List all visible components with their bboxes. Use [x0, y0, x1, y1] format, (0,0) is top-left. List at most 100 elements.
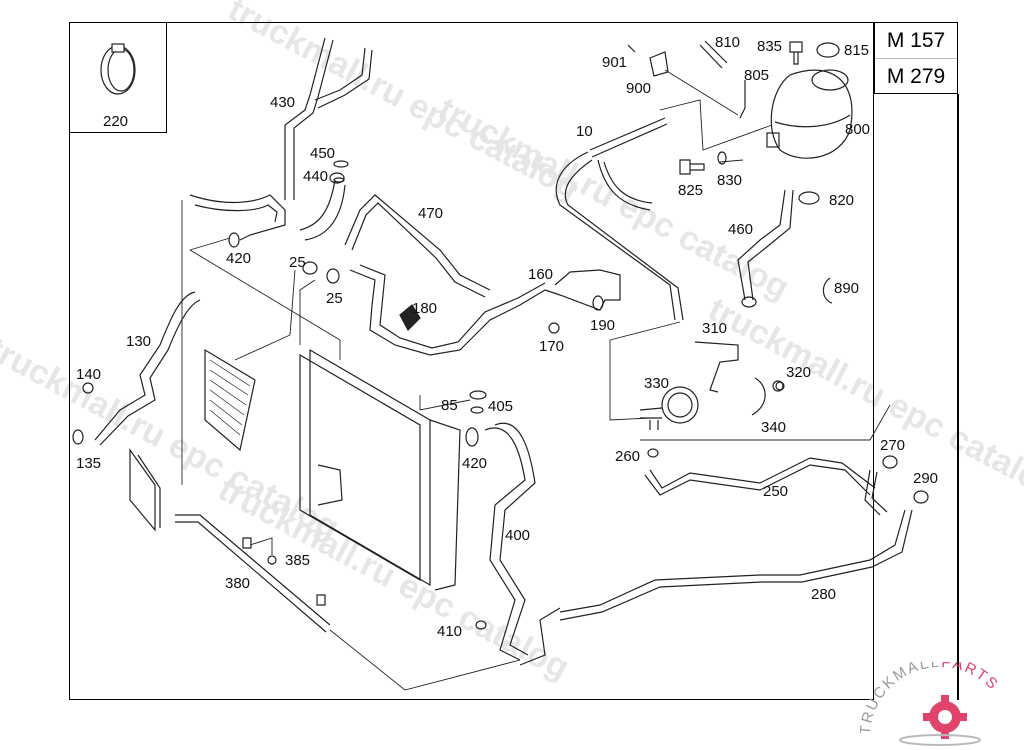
hose-clamp-icon — [100, 43, 136, 95]
cap-140 — [82, 382, 94, 394]
part-label[interactable]: 330 — [644, 375, 670, 392]
model-code-box: M 157 M 279 — [874, 22, 958, 94]
part-label[interactable]: 290 — [913, 470, 939, 487]
part-label[interactable]: 170 — [539, 338, 565, 355]
clip-890 — [822, 277, 833, 304]
part-label[interactable]: 180 — [412, 300, 438, 317]
water-pump-330 — [639, 386, 699, 430]
oring-440 — [333, 177, 345, 183]
pipe-380 — [175, 514, 331, 633]
part-label[interactable]: 835 — [757, 38, 783, 55]
part-label[interactable]: 250 — [763, 483, 789, 500]
clamp-420-left — [228, 232, 240, 248]
part-label[interactable]: 340 — [761, 419, 787, 436]
part-label[interactable]: 270 — [880, 437, 906, 454]
sensor-805 — [739, 80, 746, 119]
clamp-420-right — [465, 427, 479, 447]
part-label[interactable]: 825 — [678, 182, 704, 199]
nut-170 — [548, 322, 560, 334]
washer-830 — [717, 151, 727, 165]
part-label[interactable]: 410 — [437, 623, 463, 640]
hose-130 — [94, 291, 201, 446]
model-code: M 157 — [886, 29, 946, 52]
part-label[interactable]: 280 — [811, 586, 837, 603]
clamp-25a — [302, 261, 318, 275]
bracket-310 — [694, 341, 784, 416]
part-label[interactable]: 470 — [418, 205, 444, 222]
part-label[interactable]: 310 — [702, 320, 728, 337]
part-label[interactable]: 130 — [126, 333, 152, 350]
clamp-270 — [882, 455, 898, 469]
part-label[interactable]: 10 — [576, 123, 593, 140]
bolt-835 — [789, 41, 803, 65]
clamp-290 — [913, 490, 929, 504]
oring-85 — [469, 390, 487, 400]
part-label[interactable]: 385 — [285, 552, 311, 569]
part-label[interactable]: 320 — [786, 364, 812, 381]
part-label[interactable]: 190 — [590, 317, 616, 334]
inset-box-clamp — [69, 22, 167, 133]
hose-280 — [559, 509, 913, 621]
clamp-190 — [592, 295, 604, 311]
pin-810 — [699, 40, 728, 69]
bolt-180 — [399, 304, 421, 331]
part-label[interactable]: 800 — [845, 121, 871, 138]
clamp-135 — [72, 429, 84, 445]
radiator — [299, 348, 461, 591]
connector-260 — [647, 448, 659, 458]
hose-460 — [737, 189, 794, 308]
part-label[interactable]: 440 — [303, 168, 329, 185]
part-label[interactable]: 900 — [626, 80, 652, 97]
oring-405 — [470, 406, 484, 414]
part-label[interactable]: 815 — [844, 42, 870, 59]
cap-820 — [798, 191, 820, 205]
hose-400 — [484, 422, 561, 666]
part-label[interactable]: 420 — [462, 455, 488, 472]
nut-320 — [775, 381, 785, 391]
part-label[interactable]: 25 — [289, 254, 306, 271]
cap-815 — [816, 42, 840, 58]
part-label[interactable]: 85 — [441, 397, 458, 414]
part-label[interactable]: 805 — [744, 67, 770, 84]
sensor-900 — [649, 51, 669, 77]
part-label[interactable]: 405 — [488, 398, 514, 415]
part-label[interactable]: 135 — [76, 455, 102, 472]
hose-430 — [284, 37, 373, 200]
part-label[interactable]: 460 — [728, 221, 754, 238]
hose-250 — [644, 457, 888, 516]
part-label[interactable]: 160 — [528, 266, 554, 283]
nut-385 — [267, 555, 277, 565]
part-label[interactable]: 380 — [225, 575, 251, 592]
heater-core — [129, 448, 161, 532]
hose-160 — [544, 269, 621, 311]
clamp-25b — [326, 268, 340, 284]
expansion-tank-800 — [766, 69, 853, 159]
part-label[interactable]: 820 — [829, 192, 855, 209]
frame-divider — [957, 94, 959, 700]
pin-901 — [627, 44, 636, 53]
part-label[interactable]: 140 — [76, 366, 102, 383]
model-code: M 279 — [875, 58, 957, 94]
connector-410 — [475, 620, 487, 630]
part-label[interactable]: 400 — [505, 527, 531, 544]
hose-upper-left — [189, 172, 346, 241]
hose-470 — [344, 194, 546, 356]
bolt-825 — [679, 159, 705, 175]
part-label[interactable]: 830 — [717, 172, 743, 189]
part-label[interactable]: 260 — [615, 448, 641, 465]
part-label[interactable]: 450 — [310, 145, 336, 162]
part-label[interactable]: 420 — [226, 250, 252, 267]
part-label[interactable]: 220 — [103, 113, 129, 130]
part-label[interactable]: 430 — [270, 94, 296, 111]
part-label[interactable]: 901 — [602, 54, 628, 71]
part-label[interactable]: 810 — [715, 34, 741, 51]
part-label[interactable]: 890 — [834, 280, 860, 297]
part-label[interactable]: 25 — [326, 290, 343, 307]
oring-450 — [333, 160, 349, 168]
truckmall-parts-logo: TRUCKMALLPARTS — [860, 662, 1000, 746]
condenser — [204, 348, 256, 452]
diagram-frame — [69, 22, 874, 700]
leader-lines — [181, 69, 891, 691]
hose-10 — [555, 117, 684, 321]
